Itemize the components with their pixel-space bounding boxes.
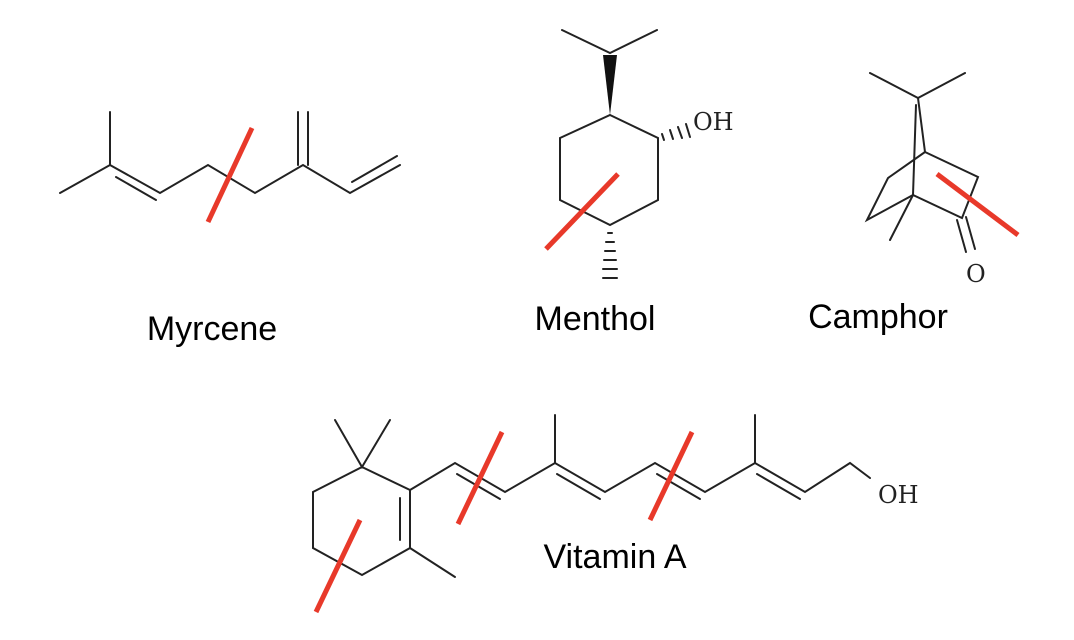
- myrcene-label: Myrcene: [146, 310, 278, 348]
- camphor-o-atom: O: [966, 260, 986, 288]
- myrcene-cut-mark: [205, 126, 255, 224]
- vitamin-a-oh-atom: OH: [878, 481, 919, 509]
- menthol-structure: OH: [544, 29, 734, 279]
- camphor-structure: O: [864, 72, 1020, 288]
- vitamin-a-cut-mark-1: [313, 518, 363, 614]
- camphor-cut-mark: [935, 172, 1020, 237]
- menthol-cut-mark: [544, 172, 620, 251]
- camphor-label: Camphor: [808, 298, 948, 336]
- hash-bond-oh: [661, 123, 691, 141]
- myrcene-structure: [59, 111, 401, 224]
- vitamin-a-cut-mark-3: [647, 430, 695, 522]
- vitamin-a-label: Vitamin A: [543, 538, 687, 576]
- menthol-label: Menthol: [534, 300, 656, 338]
- menthol-oh-atom: OH: [693, 108, 734, 136]
- wedge-bond: [603, 55, 617, 115]
- hash-bond-methyl: [602, 232, 618, 279]
- vitamin-a-structure: OH: [312, 414, 919, 614]
- vitamin-a-cut-mark-2: [455, 430, 505, 526]
